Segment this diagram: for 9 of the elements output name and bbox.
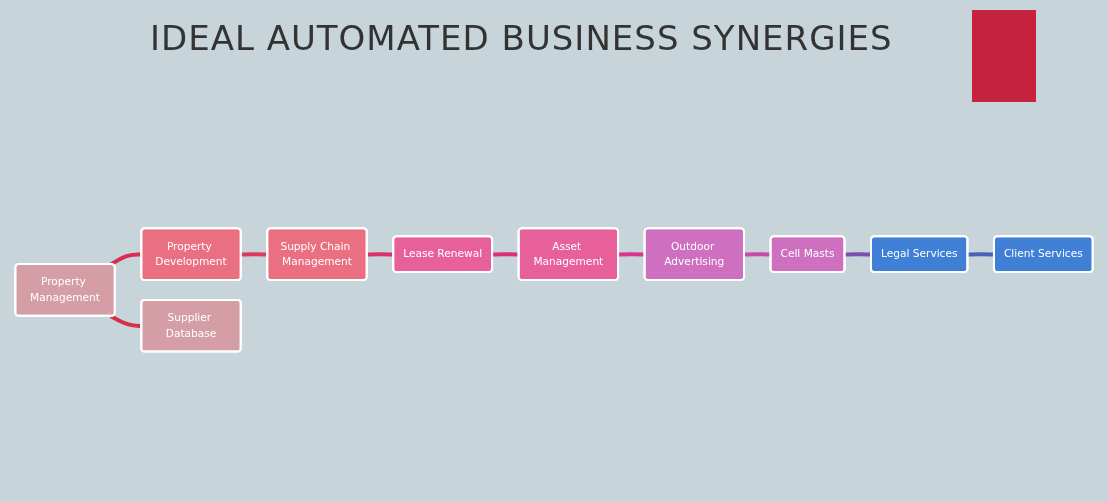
connector [109,252,142,267]
title: IDEAL AUTOMATED BUSINESS SYNERGIES [150,18,893,58]
connector [109,314,142,329]
connector [367,252,394,257]
connector [844,252,872,257]
connector [492,252,519,257]
connector [744,252,771,257]
connector [241,252,268,257]
connector [618,252,645,257]
